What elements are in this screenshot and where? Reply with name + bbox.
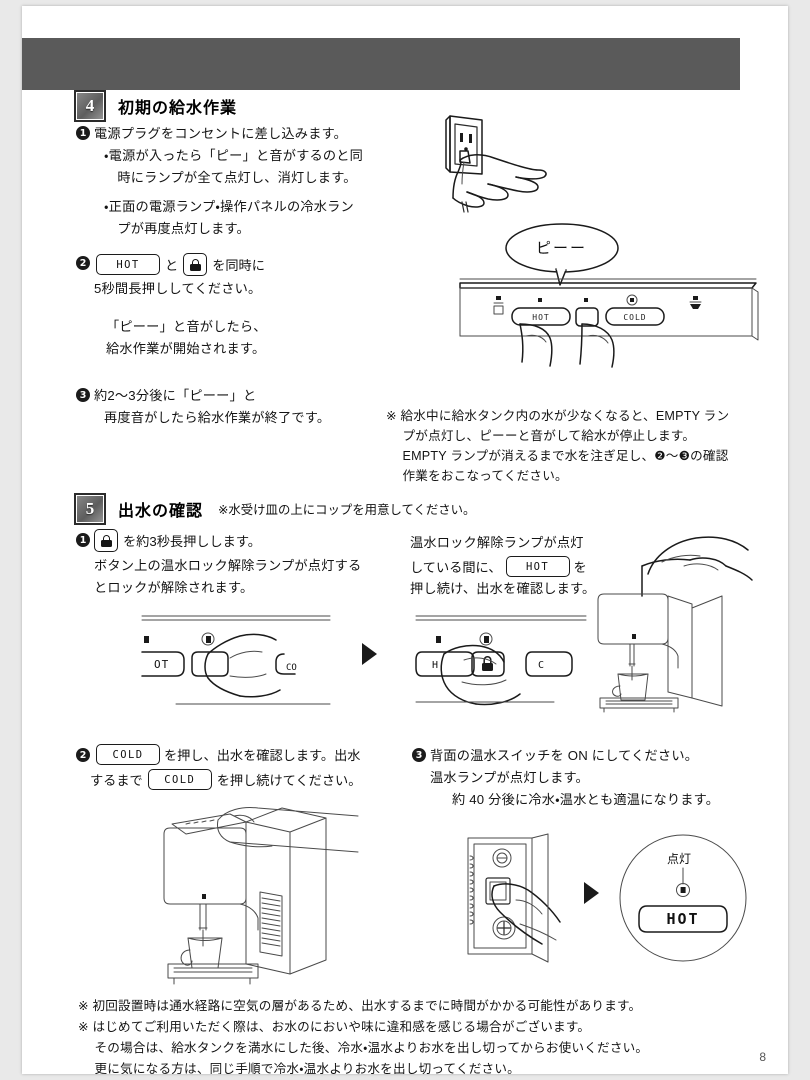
step4-item1-line3: 時にランプが全て点灯し、消灯します。 [104,170,357,185]
step5-item1-right-line3: 押し続け、出水を確認します。 [410,581,596,596]
step5-item3-marker: 3 [412,748,426,762]
step5-item2-marker: 2 [76,748,90,762]
panel-closeup-lock-press: OT CO [80,604,350,712]
step4-item1-line1: 電源プラグをコンセントに差し込みます。 [94,126,348,141]
step4-item3-marker: 3 [76,388,90,402]
step-5-number: 5 [74,493,106,525]
svg-text:HOT: HOT [666,910,699,928]
beep-bubble-text: ピーー [536,240,588,257]
hot-keycap[interactable]: HOT [96,254,160,275]
step4-item2-mid: と [165,258,179,273]
lock-keycap[interactable] [183,253,208,276]
outlet-plug-illustration [420,106,630,271]
footnote-4: 更に気になる方は、同じ手順で冷水・温水よりお水を出し切ってください。 [78,1062,520,1074]
cold-keycap[interactable]: COLD [96,744,160,765]
step5-item3-line1: 背面の温水スイッチを ON にしてください。 [430,748,699,763]
svg-text:C: C [538,660,544,671]
step4-item2-line2: 5秒間長押ししてください。 [94,281,262,296]
magnifier-circle: HOT [617,832,749,964]
step4-note-line2: プが点灯し、ピーーと音がして給水が停止します。 [386,429,696,443]
step5-item1-line2: とロックが解除されます。 [94,580,254,595]
step5-item3-line2: 温水ランプが点灯します。 [430,770,589,785]
dispenser-cup-illustration [596,593,738,714]
svg-text:H: H [432,660,438,671]
lock-keycap-2[interactable] [94,529,118,552]
lock-icon-2 [100,534,112,547]
step5-item1-after-key: を約3秒長押しします。 [123,534,261,549]
step-4-title: 初期の給水作業 [118,100,238,117]
step4-item3-line2: 再度音がしたら給水作業が終了です。 [104,410,331,425]
footnote-2: ※ はじめてご利用いただく際は、お水のにおいや味に違和感を感じる場合がございます… [78,1020,591,1034]
step4-item2-after: を同時に [212,258,265,273]
step-5-title: 出水の確認 [118,503,204,520]
svg-text:OT: OT [154,658,169,671]
step4-item3-line1: 約2～3分後に「ピーー」と [94,388,257,403]
step4-note-line3: EMPTY ランプが消えるまで水を注ぎ足し、❷～❸の確認 [386,449,729,463]
step5-item2-text1: を押し、出水を確認します。出水 [164,748,361,763]
step5-item1-marker: 1 [76,533,90,547]
step5-item1-line1: ボタン上の温水ロック解除ランプが点灯する [94,558,362,573]
svg-text:COLD: COLD [623,313,646,322]
svg-text:HOT: HOT [532,313,549,322]
lock-icon [189,258,201,271]
cold-keycap-2[interactable]: COLD [147,769,212,790]
page-header-bar [22,38,740,90]
manual-page: 4 初期の給水作業 1 電源プラグをコンセントに差し込みます。 ・電源が入ったら… [22,6,788,1074]
step4-item2-followup1: 「ピーー」と音がしたら、 [106,319,267,334]
step5-item2-text2-post: を押し続けてください。 [216,773,362,788]
footnote-3: その場合は、給水タンクを満水にした後、冷水・温水よりお水を出し切ってからお使いく… [78,1041,649,1055]
control-panel-illustration: HOT COLD [459,276,760,368]
step5-item1-right-post: を [573,560,587,575]
hot-keycap-2[interactable]: HOT [505,556,570,577]
hand-on-panel-small [640,526,760,597]
footnote-1: ※ 初回設置時は通水経路に空気の層があるため、出水するまでに時間がかかる可能性が… [78,999,642,1013]
step4-item1-line2: ・電源が入ったら「ピー」と音がするのと同 [104,148,364,163]
page-number: 8 [759,1050,766,1064]
step5-item1-right-line1: 温水ロック解除ランプが点灯 [410,535,584,550]
step4-item1-line4: ・正面の電源ランプ・操作パネルの冷水ラン [104,199,354,214]
step4-note-line4: 作業をおこなってください。 [386,469,568,483]
magnifier-lamp-label: 点灯 [667,852,692,866]
step4-note-line1: ※ 給水中に給水タンク内の水が少なくなると、EMPTY ラン [386,409,730,423]
step5-item2-keyrow2: するまで COLD を押し続けてください。 [90,769,361,790]
step5-item1-keyrow: を約3秒長押しします。 [94,529,261,552]
step4-item2-followup2: 給水作業が開始されます。 [106,341,266,356]
panel-hot-press-illustration: H C [414,604,594,712]
step-5-title-note: ※水受け皿の上にコップを用意してください。 [218,503,476,517]
full-dispenser-illustration [130,806,360,996]
step5-item1-right-pre: している間に、 [410,560,502,575]
step5-item3-line3: 約 40 分後に冷水・温水とも適温になります。 [452,792,720,807]
svg-text:CO: CO [286,663,297,673]
beep-speech-bubble [504,221,630,287]
flow-arrow-2 [584,882,599,904]
step-4-number: 4 [74,90,106,122]
step5-item2-text2-pre: するまで [90,773,143,788]
step4-item1-line5: プが再度点灯します。 [104,221,250,236]
step4-item1-marker: 1 [76,126,90,140]
rear-switch-illustration [460,830,610,970]
flow-arrow-1 [362,643,377,665]
step4-item2-keyrow: HOT と を同時に [96,253,265,276]
step5-item2-keyrow1: COLD を押し、出水を確認します。出水 [96,744,361,765]
step5-item1-right-keyrow: している間に、 HOT を [410,556,587,577]
step4-item2-marker: 2 [76,256,90,270]
